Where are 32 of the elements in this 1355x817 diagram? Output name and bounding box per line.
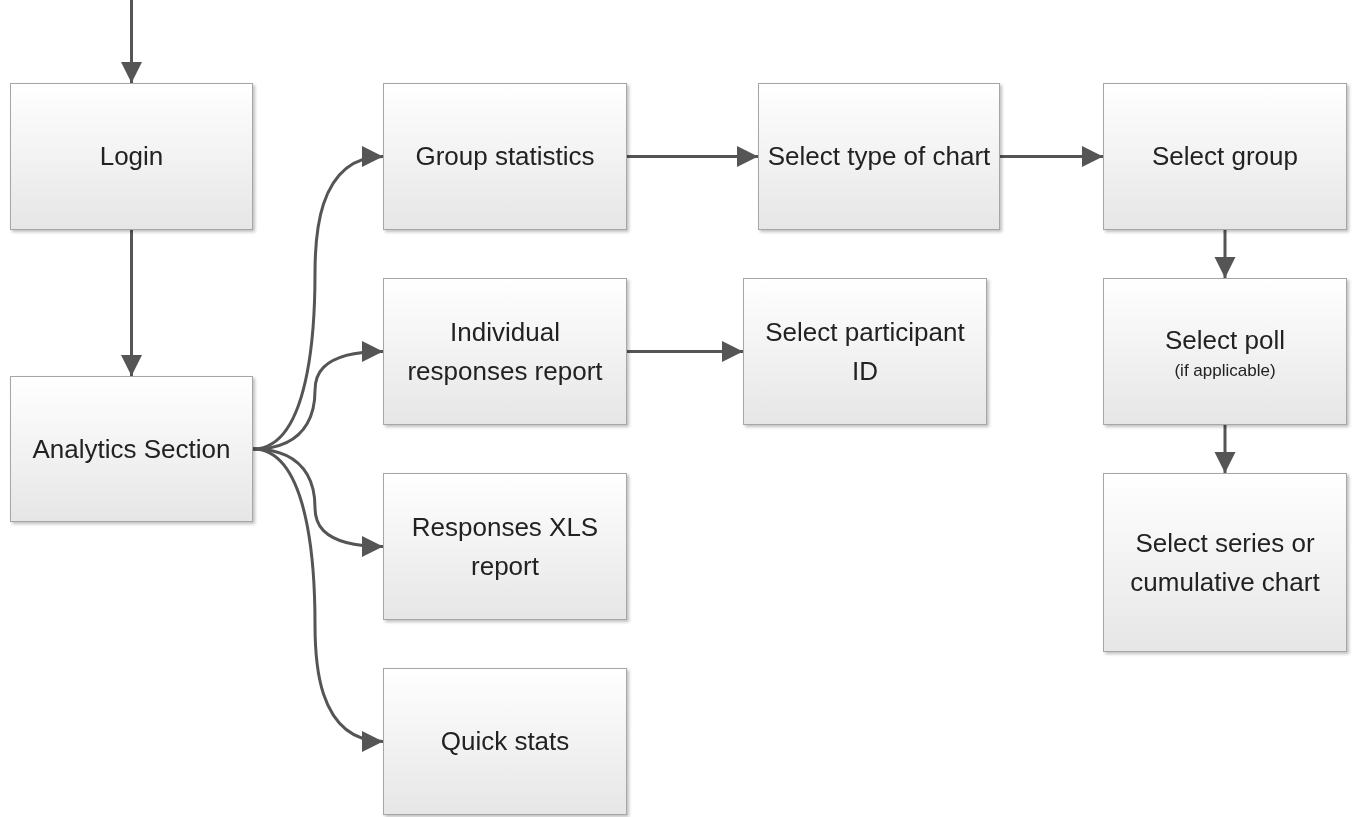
box-label: Analytics Section xyxy=(32,432,231,466)
process-box xyxy=(1103,278,1347,425)
arrow xyxy=(627,146,758,167)
arrow xyxy=(1000,146,1103,167)
process-box xyxy=(10,83,253,230)
arrow xyxy=(252,341,384,451)
arrow xyxy=(252,447,384,750)
process-box xyxy=(758,83,1000,230)
box-label: Select participant ID xyxy=(764,315,966,388)
process-box xyxy=(10,376,253,522)
box-label: Individual responses report xyxy=(406,315,604,388)
box-label: Select series or cumulative chart xyxy=(1129,526,1321,599)
box-label: Quick stats xyxy=(440,725,570,758)
arrow xyxy=(121,230,142,376)
process-box xyxy=(743,278,987,425)
process-box xyxy=(383,83,627,230)
process-box xyxy=(1103,83,1347,230)
box-label: Responses XLS report xyxy=(410,510,600,583)
box-note: (if applicable) xyxy=(1174,359,1276,382)
process-box xyxy=(383,473,627,620)
arrow xyxy=(1214,230,1236,278)
process-box xyxy=(383,668,627,815)
box-label: Select poll xyxy=(1165,323,1285,357)
arrow xyxy=(627,341,743,362)
process-box xyxy=(383,278,627,425)
process-box xyxy=(1103,473,1347,652)
box-label: Group statistics xyxy=(415,140,595,173)
box-label: Login xyxy=(99,140,164,173)
box-label: Select type of chart xyxy=(767,140,991,173)
arrow xyxy=(121,0,142,83)
box-label: Select group xyxy=(1152,140,1298,173)
arrow xyxy=(1214,425,1236,473)
